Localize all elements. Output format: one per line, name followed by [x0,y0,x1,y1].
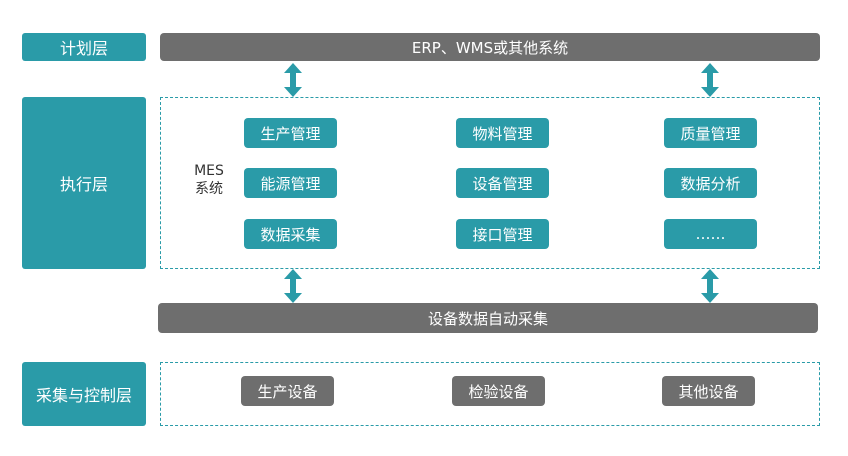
device-production: 生产设备 [241,376,334,406]
mes-system-label: MES 系统 [184,162,234,198]
device-other: 其他设备 [662,376,755,406]
double-arrow-icon [701,63,719,97]
double-arrow-icon [284,269,302,303]
module-data-analysis: 数据分析 [664,168,757,198]
layer-label-exec: 执行层 [22,97,146,269]
layer-label-collect: 采集与控制层 [22,362,146,426]
module-quality-management: 质量管理 [664,118,757,148]
mes-label-line1: MES [194,163,224,179]
mes-label-line2: 系统 [195,181,223,197]
double-arrow-icon [284,63,302,97]
device-inspection: 检验设备 [452,376,545,406]
module-equipment-management: 设备管理 [456,168,549,198]
erp-system-bar: ERP、WMS或其他系统 [160,33,820,61]
double-arrow-icon [701,269,719,303]
module-energy-management: 能源管理 [244,168,337,198]
module-production-management: 生产管理 [244,118,337,148]
layer-label-plan: 计划层 [22,33,146,61]
module-more: …… [664,219,757,249]
auto-collect-bar: 设备数据自动采集 [158,303,818,333]
module-interface-management: 接口管理 [456,219,549,249]
module-data-collection: 数据采集 [244,219,337,249]
module-material-management: 物料管理 [456,118,549,148]
